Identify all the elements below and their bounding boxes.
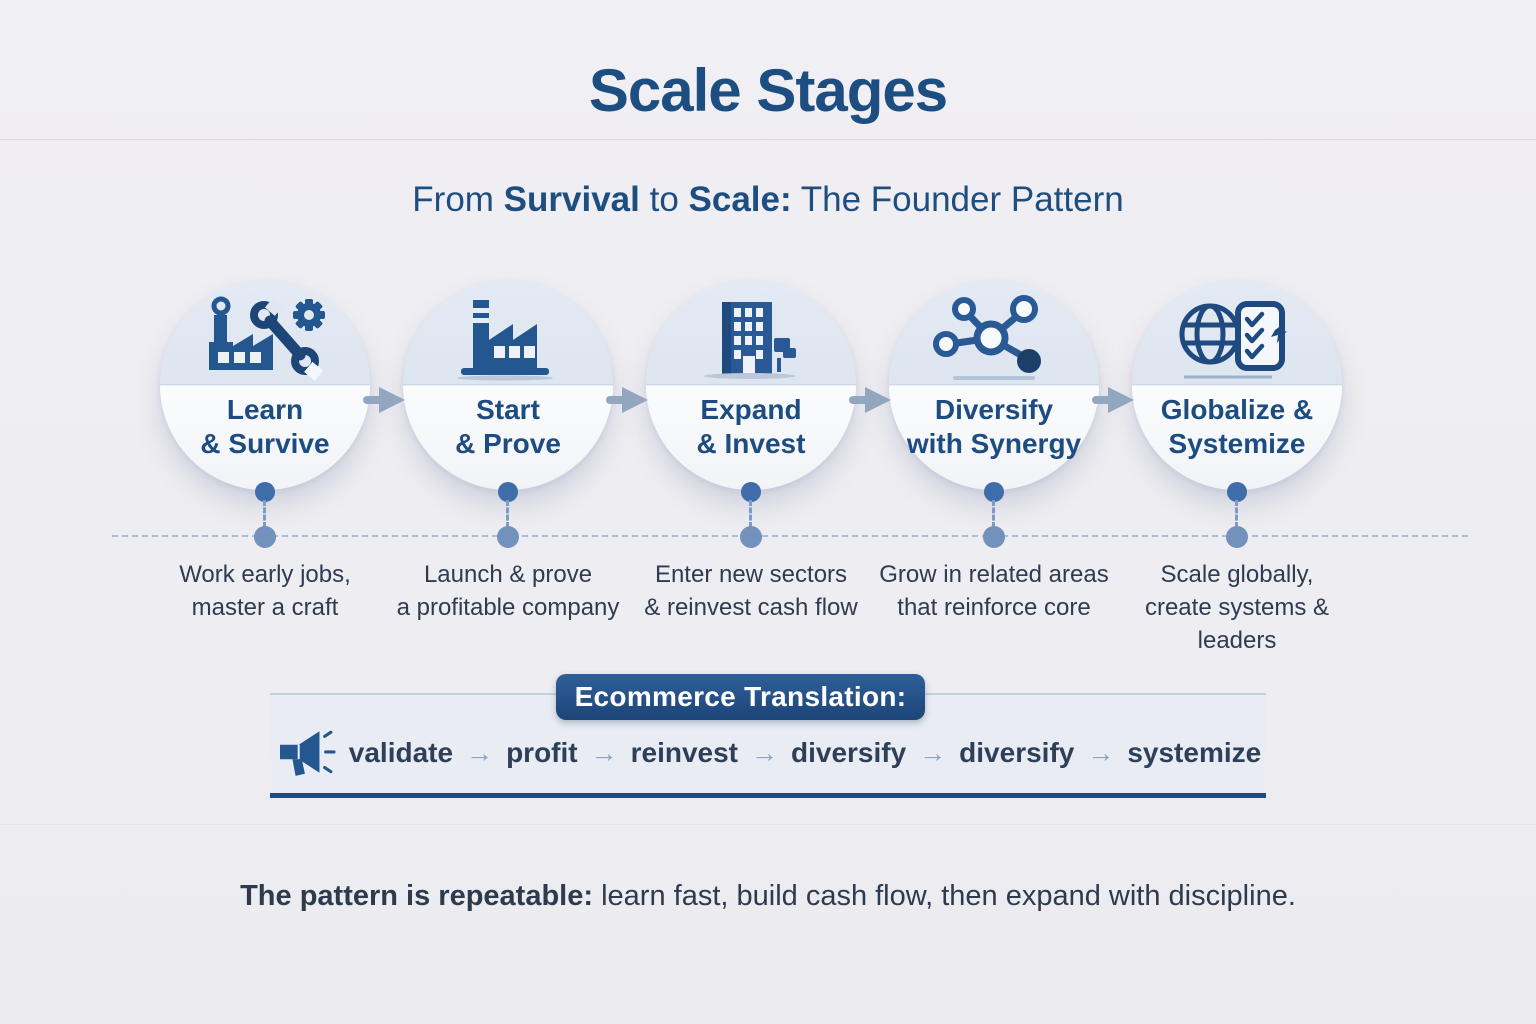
stage-circle: Expand & Invest (646, 280, 856, 490)
stage-label-line1: Start (476, 394, 540, 425)
stage-label: Learn & Survive (160, 393, 370, 461)
stage-label-line1: Diversify (934, 394, 1054, 425)
flow-arrow-glyph: → (466, 737, 494, 768)
flow-step-systemize: systemize (1127, 737, 1262, 768)
stage-label-line2: with Synergy (906, 428, 1082, 459)
stage-description: Enter new sectors & reinvest cash flow (621, 558, 881, 624)
office-building-icon (704, 302, 796, 379)
connector-dashed-line (992, 500, 995, 528)
stage-desc-line: Launch & prove (423, 561, 593, 588)
stage-circle: Start & Prove (403, 280, 613, 490)
stage-description: Work early jobs, master a craft (135, 558, 395, 624)
stage-desc-line: create systems & (1144, 594, 1330, 621)
stage-label: Start & Prove (403, 393, 613, 461)
footer-summary-rest: learn fast, build cash flow, then expand… (593, 880, 1296, 912)
stage-desc-line: Scale globally, (1160, 561, 1314, 588)
stage-description: Scale globally, create systems & leaders (1107, 558, 1367, 657)
stage-desc-line: master a craft (191, 594, 339, 621)
stage-label-line2: Systemize (1168, 428, 1306, 459)
stage-desc-line: Enter new sectors (654, 561, 848, 588)
subtitle: From Survival to Scale: The Founder Patt… (0, 180, 1536, 220)
factory-tools-icon (209, 296, 325, 381)
connector-dot-top (1227, 482, 1247, 502)
flow-step-profit: profit (506, 737, 578, 768)
timeline-dashed-line (112, 535, 1468, 537)
title-divider (0, 139, 1536, 140)
stage-desc-line: a profitable company (396, 594, 620, 621)
factory-icon (457, 300, 553, 381)
subtitle-part: to (639, 180, 689, 219)
ecommerce-translation-title: Ecommerce Translation: (556, 674, 925, 720)
stage-arrow-icon (849, 387, 891, 413)
stage-description: Launch & prove a profitable company (378, 558, 638, 624)
connector-dot-top (741, 482, 761, 502)
footer-divider (0, 824, 1536, 825)
stage-arrow-icon (606, 387, 648, 413)
flow-step-reinvest: reinvest (630, 737, 738, 768)
stage-label-line2: & Survive (200, 428, 330, 459)
flow-arrow-glyph: → (919, 737, 947, 768)
subtitle-part: The Founder Pattern (791, 180, 1124, 219)
flow-step-diversify-2: diversify (959, 737, 1075, 768)
subtitle-bold-survival: Survival (503, 180, 640, 219)
stage-label: Expand & Invest (646, 393, 856, 461)
stage-desc-line: leaders (1197, 627, 1277, 654)
stage-desc-line: Work early jobs, (179, 561, 351, 588)
connector-dot-top (984, 482, 1004, 502)
flow-arrow-glyph: → (751, 737, 778, 768)
subtitle-part: From (412, 180, 504, 219)
footer-summary: The pattern is repeatable: learn fast, b… (0, 880, 1536, 913)
footer-summary-bold: The pattern is repeatable: (240, 880, 594, 912)
stage-label-line2: & Prove (455, 428, 561, 459)
ecommerce-flow: validate → profit → reinvest → diversify… (270, 722, 1266, 784)
stage-globalize-systemize: Globalize & Systemize Scale globally, cr… (1107, 280, 1367, 700)
globe-checklist-icon (1179, 301, 1287, 379)
stage-arrow-icon (1092, 387, 1134, 413)
megaphone-icon (279, 730, 336, 776)
stage-label-line1: Expand (700, 394, 802, 425)
connector-dashed-line (749, 500, 752, 528)
page-title: Scale Stages (588, 57, 948, 124)
stage-desc-line: that reinforce core (897, 594, 1091, 621)
flow-step-diversify-1: diversify (791, 737, 907, 768)
stage-diversify-synergy: Diversify with Synergy Grow in related a… (864, 280, 1124, 700)
connector-dot-top (498, 482, 518, 502)
stage-learn-survive: Learn & Survive Work early jobs, master … (135, 280, 395, 700)
connector-dashed-line (1235, 500, 1238, 528)
flow-arrow-glyph: → (1087, 737, 1115, 768)
connector-dot-bottom (254, 526, 276, 548)
stage-description: Grow in related areas that reinforce cor… (864, 558, 1124, 624)
connector-dashed-line (263, 500, 266, 528)
stage-desc-line: & reinvest cash flow (644, 594, 858, 621)
stage-arrow-icon (363, 387, 405, 413)
stage-label-line1: Learn (226, 394, 304, 425)
network-synergy-icon (933, 295, 1041, 380)
flow-step-validate: validate (348, 737, 454, 768)
stage-label-line2: & Invest (696, 428, 806, 459)
connector-dot-bottom (497, 526, 519, 548)
stage-label: Diversify with Synergy (889, 393, 1099, 461)
flow-arrow-glyph: → (590, 737, 618, 768)
connector-dot-bottom (983, 526, 1005, 548)
stage-circle: Learn & Survive (160, 280, 370, 490)
stage-start-prove: Start & Prove Launch & prove a profitabl… (378, 280, 638, 700)
stage-label-line1: Globalize & (1160, 394, 1314, 425)
connector-dot-bottom (1226, 526, 1248, 548)
stage-desc-line: Grow in related areas (879, 561, 1109, 588)
subtitle-bold-scale: Scale: (688, 180, 792, 219)
stage-circle: Globalize & Systemize (1132, 280, 1342, 490)
connector-dot-bottom (740, 526, 762, 548)
stage-circle: Diversify with Synergy (889, 280, 1099, 490)
connector-dot-top (255, 482, 275, 502)
stage-label: Globalize & Systemize (1132, 393, 1342, 461)
stage-expand-invest: Expand & Invest Enter new sectors & rein… (621, 280, 881, 700)
connector-dashed-line (506, 500, 509, 528)
